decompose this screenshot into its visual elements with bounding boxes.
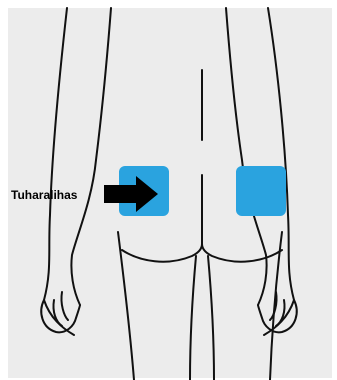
injection-site-right — [236, 166, 286, 216]
injection-site-label: Tuharalihas — [11, 188, 77, 202]
